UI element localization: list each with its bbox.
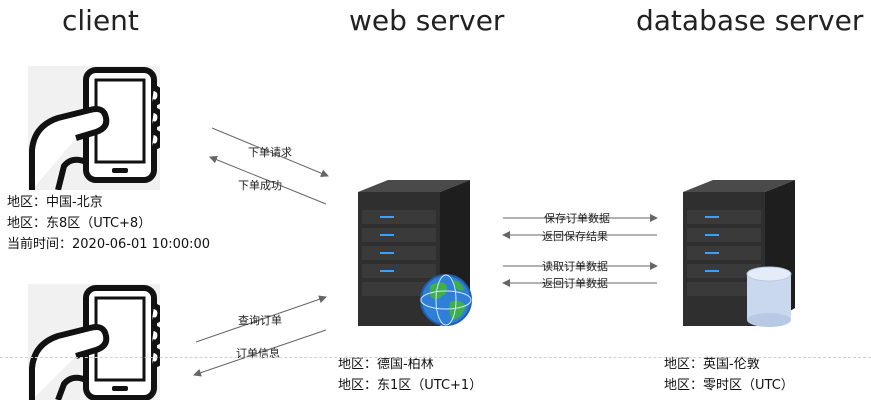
- web-server-region: 地区：德国-柏林: [338, 357, 434, 372]
- db-server-timezone: 地区：零时区（UTC）: [664, 378, 794, 393]
- server-globe-icon: [358, 180, 472, 326]
- label-return-save-result: 返回保存结果: [542, 230, 608, 243]
- hand-phone-icon: [29, 285, 164, 402]
- arrow-place-order-success: [209, 155, 327, 205]
- client-phone-bottom: [28, 284, 164, 402]
- client-timezone: 地区：东8区（UTC+8）: [7, 216, 152, 231]
- database-server-heading: database server: [636, 4, 864, 37]
- web-server-timezone: 地区：东1区（UTC+1）: [338, 378, 483, 393]
- label-order-info: 订单信息: [236, 347, 280, 360]
- hand-phone-icon: [29, 67, 164, 191]
- label-place-order-success: 下单成功: [238, 179, 282, 192]
- web-server-heading: web server: [349, 4, 505, 37]
- db-server-region: 地区：英国-伦敦: [664, 357, 760, 372]
- label-return-order-data: 返回订单数据: [542, 277, 608, 290]
- arrow-place-order-request: [211, 127, 329, 178]
- label-place-order-request: 下单请求: [248, 146, 292, 159]
- db-server-info: 地区：英国-伦敦 地区：零时区（UTC）: [664, 354, 794, 396]
- client-phone-top: [28, 66, 164, 191]
- server-database-icon: [683, 180, 795, 327]
- web-server-info: 地区：德国-柏林 地区：东1区（UTC+1）: [338, 354, 482, 396]
- web-server: [358, 180, 480, 330]
- arrow-order-info: [193, 329, 327, 377]
- arrow-query-order: [195, 295, 327, 343]
- client-heading: client: [62, 4, 139, 37]
- label-save-order-data: 保存订单数据: [544, 212, 610, 225]
- client-info: 地区：中国-北京 地区：东8区（UTC+8） 当前时间：2020-06-01 1…: [7, 192, 210, 255]
- section-divider: [0, 357, 871, 358]
- database-server: [683, 180, 805, 330]
- label-query-order: 查询订单: [238, 314, 282, 327]
- client-current-time: 当前时间：2020-06-01 10:00:00: [7, 237, 211, 252]
- client-region: 地区：中国-北京: [7, 195, 103, 210]
- label-read-order-data: 读取订单数据: [542, 260, 608, 273]
